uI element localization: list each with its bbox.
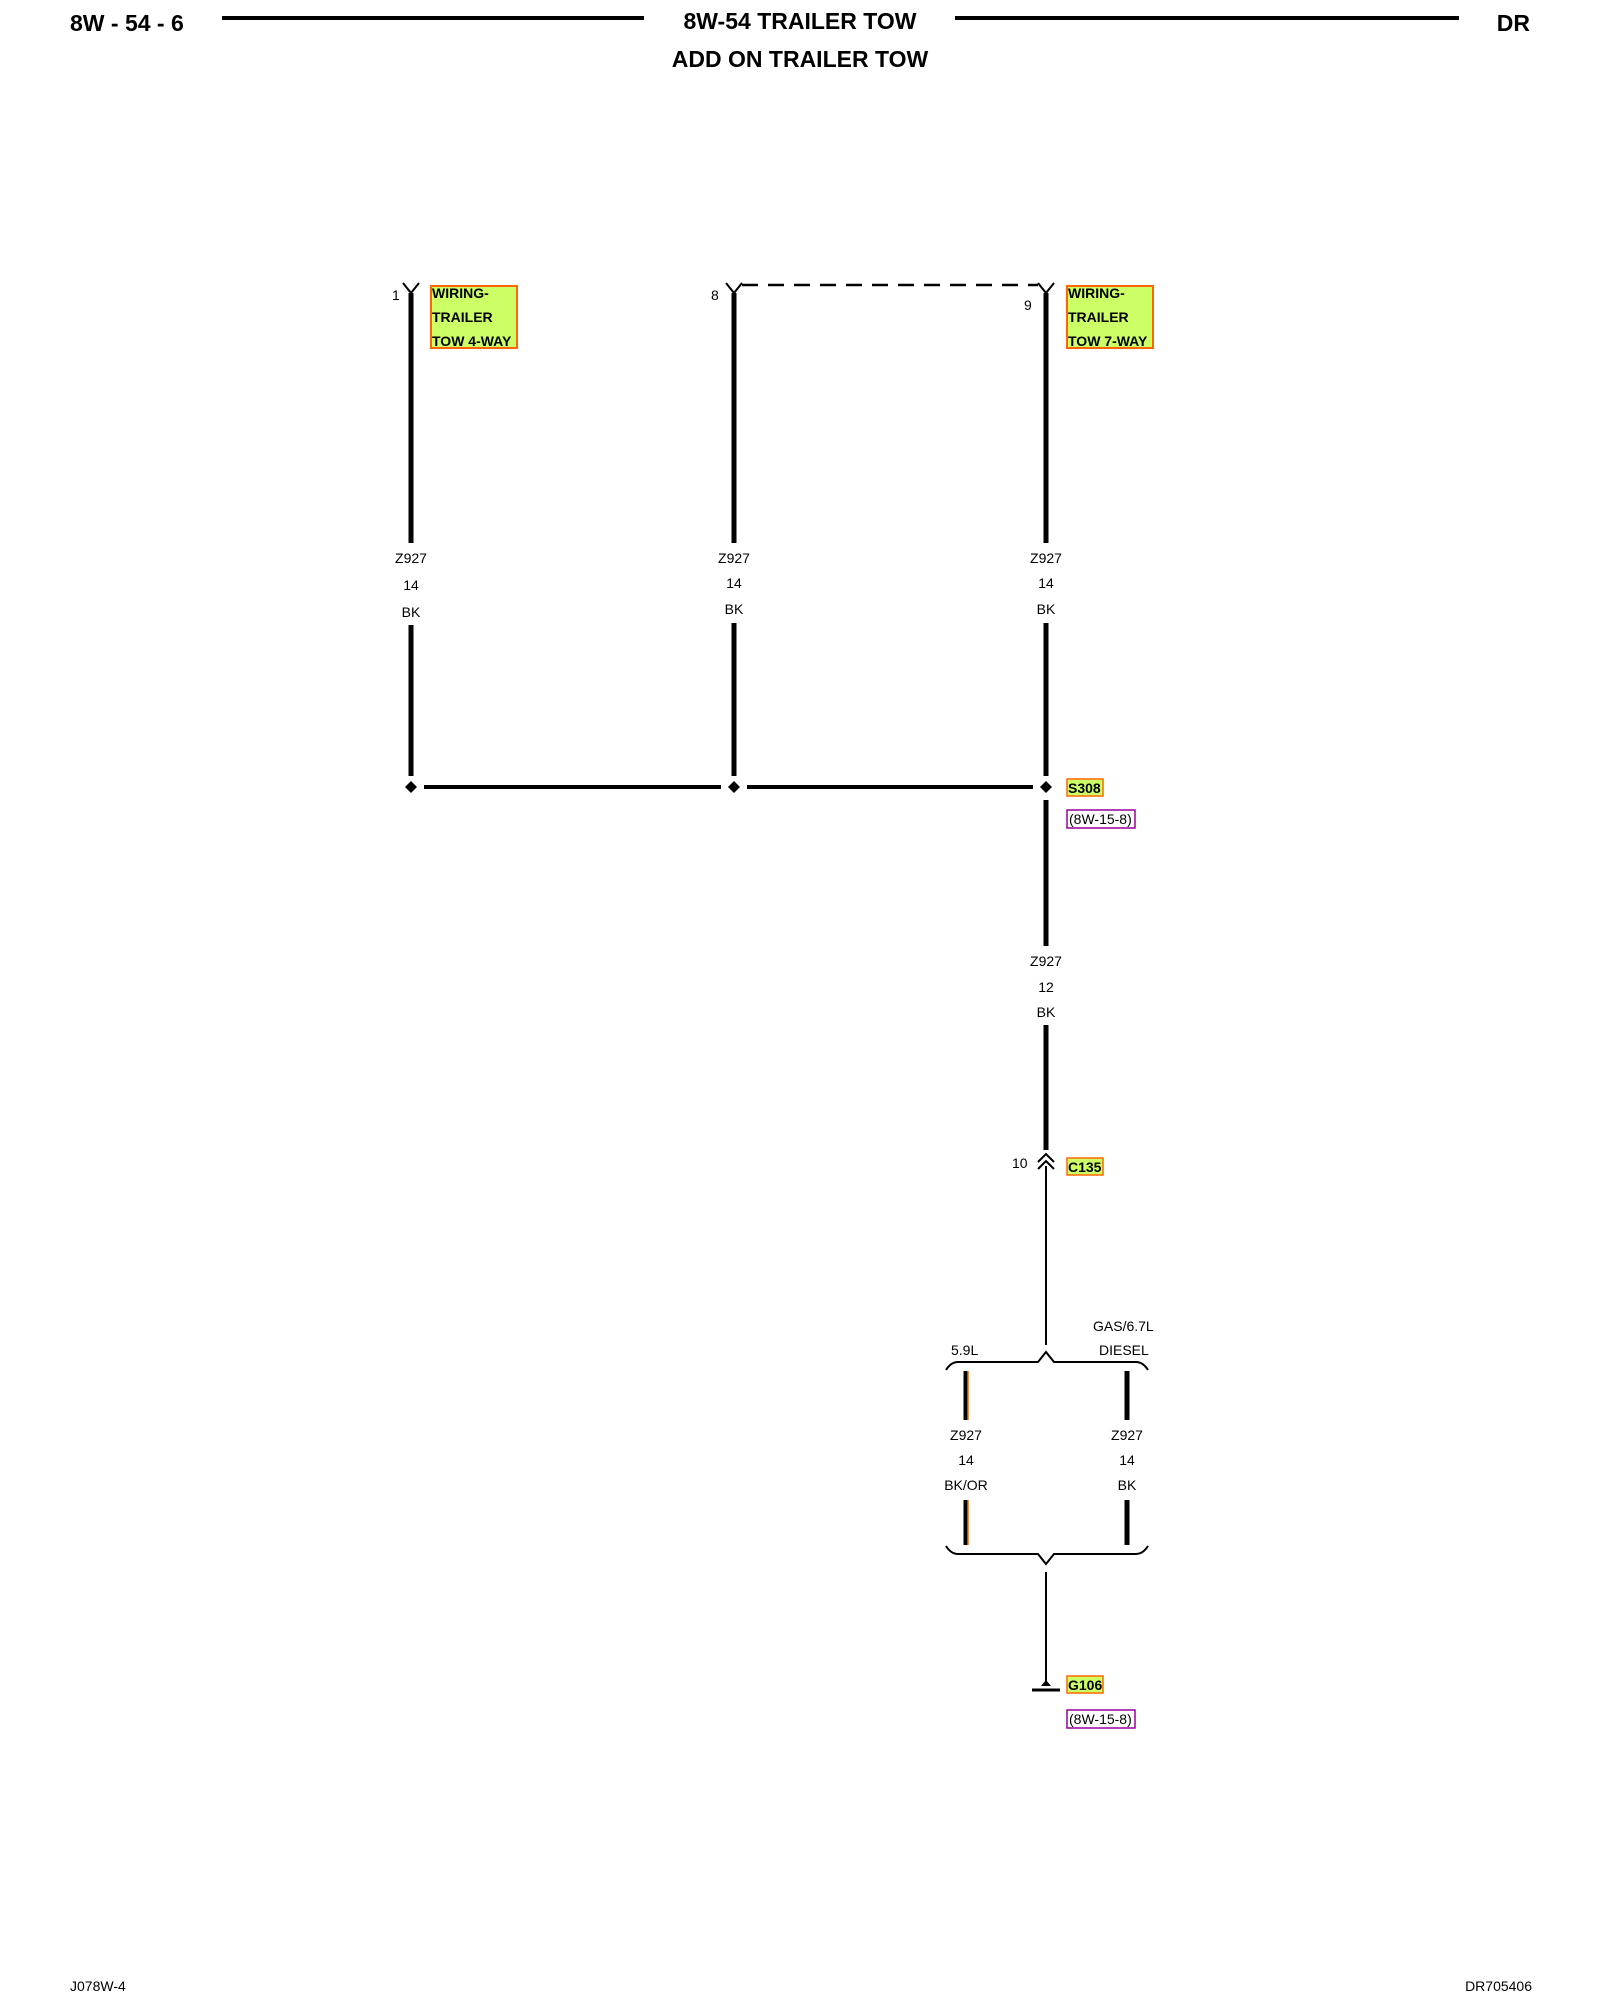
- component-label-line: TRAILER: [1068, 309, 1129, 325]
- ground-reference: (8W-15-8): [1069, 1711, 1132, 1727]
- wire-circuit: Z927: [395, 550, 427, 566]
- wire-gauge: 14: [958, 1452, 974, 1468]
- wire-color: BK: [1037, 601, 1056, 617]
- component-label-line: TOW 7-WAY: [1068, 333, 1148, 349]
- pin-number: 9: [1024, 297, 1032, 313]
- reference-box: [1066, 809, 1136, 829]
- option-split: 5.9L GAS/6.7L DIESEL: [945, 1318, 1154, 1371]
- pin-number: 10: [1012, 1155, 1028, 1171]
- wire-circuit: Z927: [1111, 1427, 1143, 1443]
- splice-bus: [405, 781, 1052, 793]
- page-title: 8W-54 TRAILER TOW: [683, 8, 917, 34]
- wire-left: Z927 14 BK: [395, 293, 427, 776]
- wire-gauge: 14: [403, 577, 419, 593]
- wire-branch-gas-diesel: Z927 14 BK: [1111, 1371, 1143, 1545]
- wire-gauge: 14: [1038, 575, 1054, 591]
- header-rule-right: [955, 16, 1459, 20]
- component-label-line: TRAILER: [432, 309, 493, 325]
- pin-number: 8: [711, 287, 719, 303]
- wire-circuit: Z927: [718, 550, 750, 566]
- page-subtitle: ADD ON TRAILER TOW: [671, 46, 929, 72]
- reference-box: [1066, 1709, 1136, 1729]
- connector-4way: 1 WIRING- TRAILER TOW 4-WAY: [392, 282, 518, 349]
- splice-dot: [728, 781, 740, 793]
- component-label-box: [430, 285, 518, 349]
- header-rule-left: [222, 16, 644, 20]
- wire-circuit: Z927: [950, 1427, 982, 1443]
- splice-s308: S308 (8W-15-8): [1066, 778, 1136, 829]
- splice-id: S308: [1068, 780, 1101, 796]
- wire-right: Z927 14 BK: [1030, 293, 1062, 776]
- footer-right-code: DR705406: [1465, 1978, 1532, 1994]
- connector-7way: 9 WIRING- TRAILER TOW 7-WAY: [1024, 282, 1154, 349]
- splice-reference: (8W-15-8): [1069, 811, 1132, 827]
- model-code: DR: [1496, 10, 1530, 36]
- wire-middle: Z927 14 BK: [718, 293, 750, 776]
- wire-gauge: 14: [1119, 1452, 1135, 1468]
- wire-branch-5-9l: Z927 14 BK/OR: [944, 1371, 988, 1545]
- connector-c135: 10 C135: [1012, 1152, 1104, 1345]
- pin-number: 1: [392, 287, 400, 303]
- component-label-line: WIRING-: [1068, 285, 1125, 301]
- option-label: GAS/6.7L: [1093, 1318, 1154, 1334]
- option-merge: [945, 1545, 1149, 1683]
- footer-left-code: J078W-4: [70, 1978, 126, 1994]
- connector-middle: 8: [711, 282, 1038, 303]
- page-reference: 8W - 54 - 6: [70, 10, 184, 36]
- wire-color: BK: [1037, 1004, 1056, 1020]
- component-label-line: WIRING-: [432, 285, 489, 301]
- wire-gauge: 12: [1038, 979, 1054, 995]
- wire-circuit: Z927: [1030, 550, 1062, 566]
- wire-gauge: 14: [726, 575, 742, 591]
- option-label: 5.9L: [951, 1342, 978, 1358]
- component-label-box: [1066, 285, 1154, 349]
- wire-color: BK: [725, 601, 744, 617]
- option-label: DIESEL: [1099, 1342, 1149, 1358]
- ground-id: G106: [1068, 1677, 1102, 1693]
- ground-g106: G106 (8W-15-8): [1032, 1675, 1136, 1729]
- splice-dot: [1040, 781, 1052, 793]
- wire-color: BK: [402, 604, 421, 620]
- wire-color: BK: [1118, 1477, 1137, 1493]
- component-label-line: TOW 4-WAY: [432, 333, 512, 349]
- connector-id: C135: [1068, 1159, 1102, 1175]
- splice-dot: [405, 781, 417, 793]
- wire-color: BK/OR: [944, 1477, 988, 1493]
- wire-circuit: Z927: [1030, 953, 1062, 969]
- wire-main: Z927 12 BK: [1030, 800, 1062, 1150]
